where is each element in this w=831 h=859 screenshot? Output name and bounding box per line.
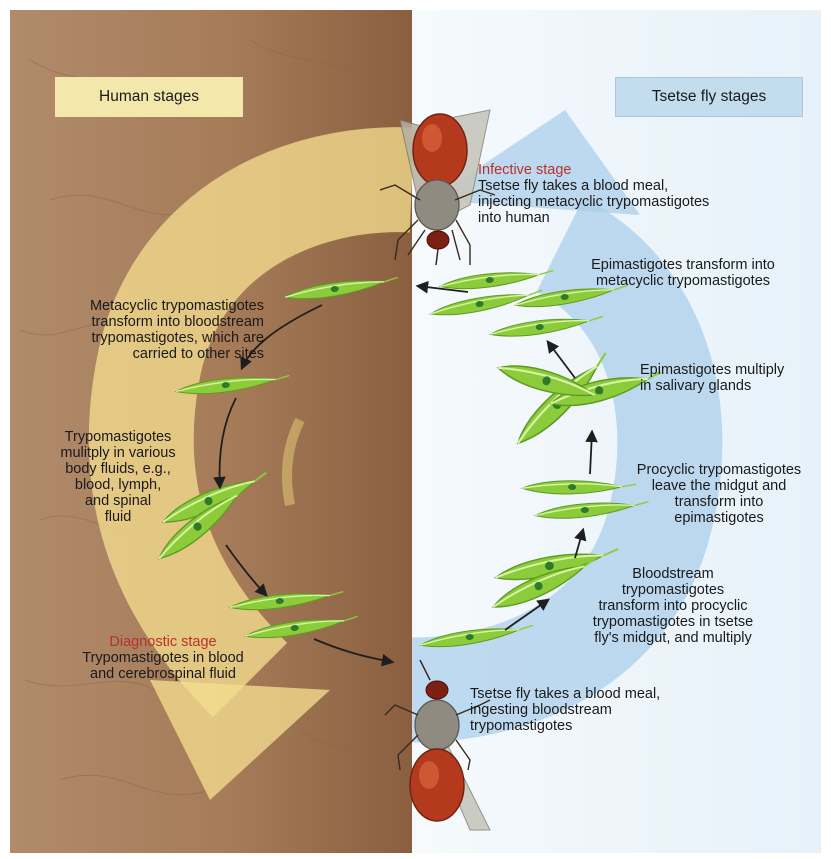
diagnostic-stage-title: Diagnostic stage bbox=[56, 634, 270, 650]
text-line: leave the midgut and bbox=[615, 478, 823, 494]
text-line: Epimastigotes multiply bbox=[640, 362, 784, 378]
multiply-fluids-text: Trypomastigotes mulitply in various body… bbox=[38, 429, 198, 525]
bloodstream-fly-text: Bloodstream trypomastigotes transform in… bbox=[573, 566, 773, 646]
epi-transform-text: Epimastigotes transform into metacyclic … bbox=[553, 257, 813, 289]
diagnostic-stage-text: Diagnostic stage Trypomastigotes in bloo… bbox=[56, 634, 270, 682]
infective-stage-title: Infective stage bbox=[478, 162, 709, 178]
meta-transform-text: Metacyclic trypomastigotes transform int… bbox=[48, 298, 264, 362]
procyclic-text: Procyclic trypomastigotes leave the midg… bbox=[615, 462, 823, 526]
text-line: trypomastigotes bbox=[470, 718, 660, 734]
text-line: transform into procyclic bbox=[573, 598, 773, 614]
text-line: injecting metacyclic trypomastigotes bbox=[478, 194, 709, 210]
text-line: trypomastigotes, which are bbox=[48, 330, 264, 346]
text-line: carried to other sites bbox=[48, 346, 264, 362]
text-line: into human bbox=[478, 210, 709, 226]
text-line: Bloodstream bbox=[573, 566, 773, 582]
human-stages-header: Human stages bbox=[55, 77, 243, 117]
text-line: and spinal bbox=[38, 493, 198, 509]
text-line: Tsetse fly takes a blood meal, bbox=[478, 178, 709, 194]
text-line: Metacyclic trypomastigotes bbox=[48, 298, 264, 314]
text-line: transform into bbox=[615, 494, 823, 510]
text-line: Trypomastigotes in blood bbox=[56, 650, 270, 666]
text-line: metacyclic trypomastigotes bbox=[553, 273, 813, 289]
text-line: trypomastigotes in tsetse bbox=[573, 614, 773, 630]
text-line: Procyclic trypomastigotes bbox=[615, 462, 823, 478]
text-line: Tsetse fly takes a blood meal, bbox=[470, 686, 660, 702]
text-line: trypomastigotes bbox=[573, 582, 773, 598]
text-line: and cerebrospinal fluid bbox=[56, 666, 270, 682]
text-line: in salivary glands bbox=[640, 378, 784, 394]
text-line: Epimastigotes transform into bbox=[553, 257, 813, 273]
text-line: Trypomastigotes bbox=[38, 429, 198, 445]
ingest-text: Tsetse fly takes a blood meal, ingesting… bbox=[470, 686, 660, 734]
text-line: epimastigotes bbox=[615, 510, 823, 526]
text-line: blood, lymph, bbox=[38, 477, 198, 493]
text-line: mulitply in various bbox=[38, 445, 198, 461]
infective-stage-text: Infective stage Tsetse fly takes a blood… bbox=[478, 162, 709, 226]
epi-multiply-text: Epimastigotes multiply in salivary gland… bbox=[640, 362, 784, 394]
text-line: ingesting bloodstream bbox=[470, 702, 660, 718]
fly-stages-header: Tsetse fly stages bbox=[615, 77, 803, 117]
text-line: transform into bloodstream bbox=[48, 314, 264, 330]
text-line: fly's midgut, and multiply bbox=[573, 630, 773, 646]
text-line: fluid bbox=[38, 509, 198, 525]
text-line: body fluids, e.g., bbox=[38, 461, 198, 477]
